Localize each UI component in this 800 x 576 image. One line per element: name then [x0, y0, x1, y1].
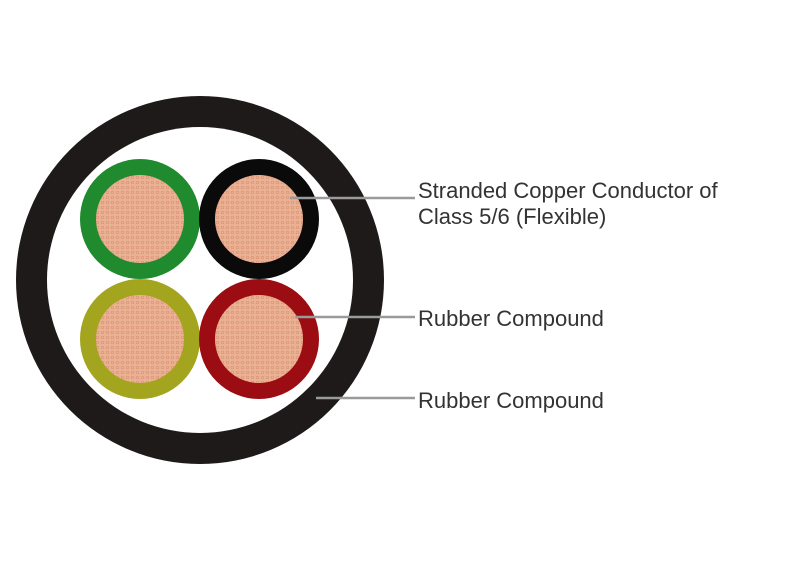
copper-conductor — [215, 295, 303, 383]
sheath-label: Rubber Compound — [418, 388, 604, 413]
copper-conductor-highlight — [215, 295, 303, 383]
copper-conductor — [96, 295, 184, 383]
core-black — [199, 159, 319, 279]
copper-conductor — [215, 175, 303, 263]
copper-conductor-highlight — [96, 295, 184, 383]
conductor-label-line2: Class 5/6 (Flexible) — [418, 204, 606, 229]
conductor-label-line1: Stranded Copper Conductor of — [418, 178, 719, 203]
copper-conductor — [96, 175, 184, 263]
insulation-label: Rubber Compound — [418, 306, 604, 331]
core-green — [80, 159, 200, 279]
core-yellow — [80, 279, 200, 399]
copper-conductor-highlight — [215, 175, 303, 263]
copper-conductor-highlight — [96, 175, 184, 263]
sheath-inner-space — [47, 127, 353, 433]
core-red — [199, 279, 319, 399]
